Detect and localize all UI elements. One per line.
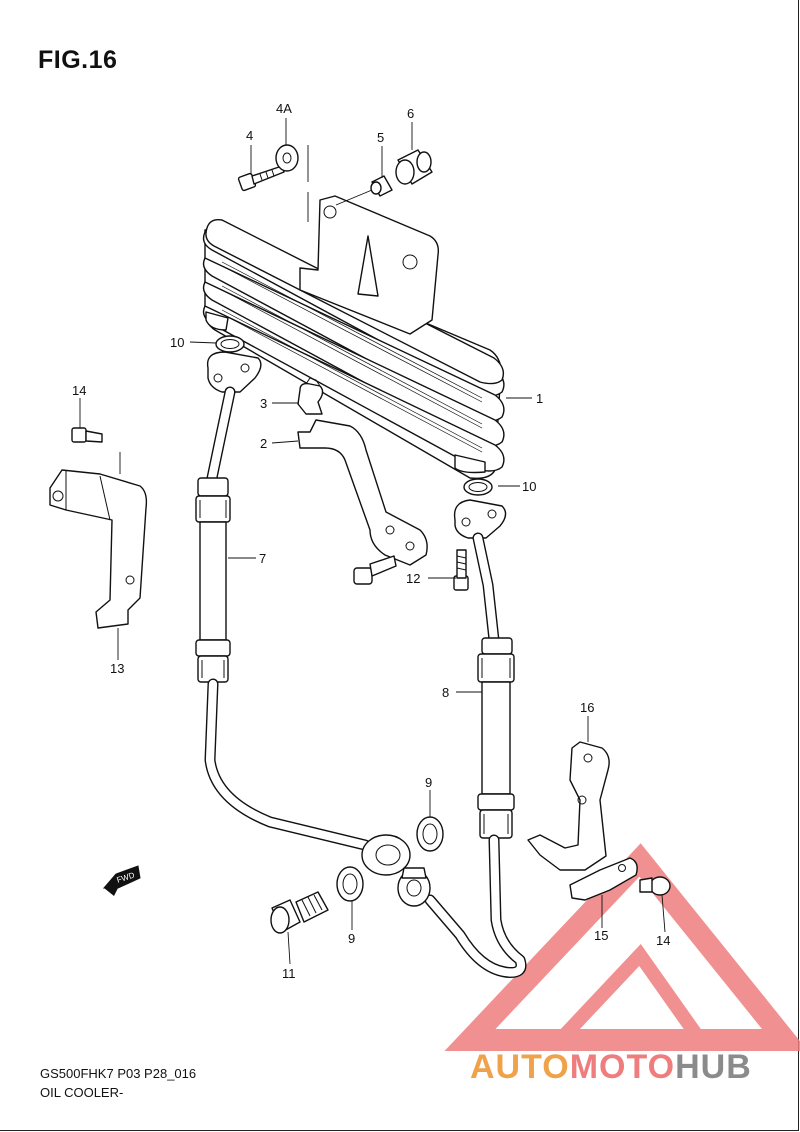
callout-labels: 4 4A 5 6 1 10 10 3 2 7 8 14 13 9 9 11 12… (72, 101, 670, 981)
callout-14-right: 14 (656, 933, 670, 948)
banjo-fitting (361, 834, 411, 876)
callout-1: 1 (536, 391, 543, 406)
grommet-6 (395, 149, 433, 185)
oil-cooler (202, 195, 505, 480)
callout-5: 5 (377, 130, 384, 145)
callout-14-left: 14 (72, 383, 86, 398)
bracket-16 (527, 741, 610, 871)
callout-4: 4 (246, 128, 253, 143)
callout-13: 13 (110, 661, 124, 676)
figure-title: FIG.16 (38, 46, 118, 74)
callout-15: 15 (594, 928, 608, 943)
washer-4a (275, 144, 299, 172)
callout-10-lower: 10 (522, 479, 536, 494)
oil-hose-8 (424, 499, 527, 978)
gasket-9-lower (336, 866, 364, 902)
callout-8: 8 (442, 685, 449, 700)
banjo-fitting-2 (397, 867, 431, 907)
callout-10-upper: 10 (170, 335, 184, 350)
callout-7: 7 (259, 551, 266, 566)
gasket-9-upper (416, 816, 444, 852)
clamp-15 (569, 857, 638, 901)
watermark-moto: MOTO (569, 1048, 676, 1086)
bolt-12 (453, 549, 469, 591)
collar-5 (370, 175, 393, 197)
callout-4a: 4A (276, 101, 292, 116)
oil-hose-7 (195, 351, 371, 851)
leader-lines (79, 118, 666, 965)
callout-16: 16 (580, 700, 594, 715)
watermark-text: AUTOMOTOHUB (470, 1048, 752, 1087)
bracket-2 (297, 419, 428, 566)
bracket-bolt (353, 555, 397, 585)
bolt-4 (237, 165, 285, 192)
callout-12: 12 (406, 571, 420, 586)
bracket-13 (49, 469, 148, 629)
figure-code: GS500FHK7 P03 P28_016 (40, 1066, 197, 1081)
o-ring-10-upper (215, 335, 245, 353)
bolt-14-left (71, 427, 103, 443)
figure-name: OIL COOLER- (40, 1085, 124, 1100)
bolt-14-right (639, 876, 671, 896)
banjo-bolt-11 (270, 891, 329, 934)
callout-9-lower: 9 (348, 931, 355, 946)
callout-6: 6 (407, 106, 414, 121)
callout-9-upper: 9 (425, 775, 432, 790)
watermark-hub: HUB (675, 1048, 752, 1086)
watermark-auto: AUTO (470, 1048, 570, 1086)
callout-2: 2 (260, 436, 267, 451)
clamp-3 (297, 377, 324, 415)
callout-3: 3 (260, 396, 267, 411)
callout-11: 11 (282, 966, 296, 981)
fwd-arrow-icon: FWD (102, 865, 141, 896)
watermark-logo (444, 843, 800, 1051)
o-ring-10-lower (463, 478, 493, 496)
